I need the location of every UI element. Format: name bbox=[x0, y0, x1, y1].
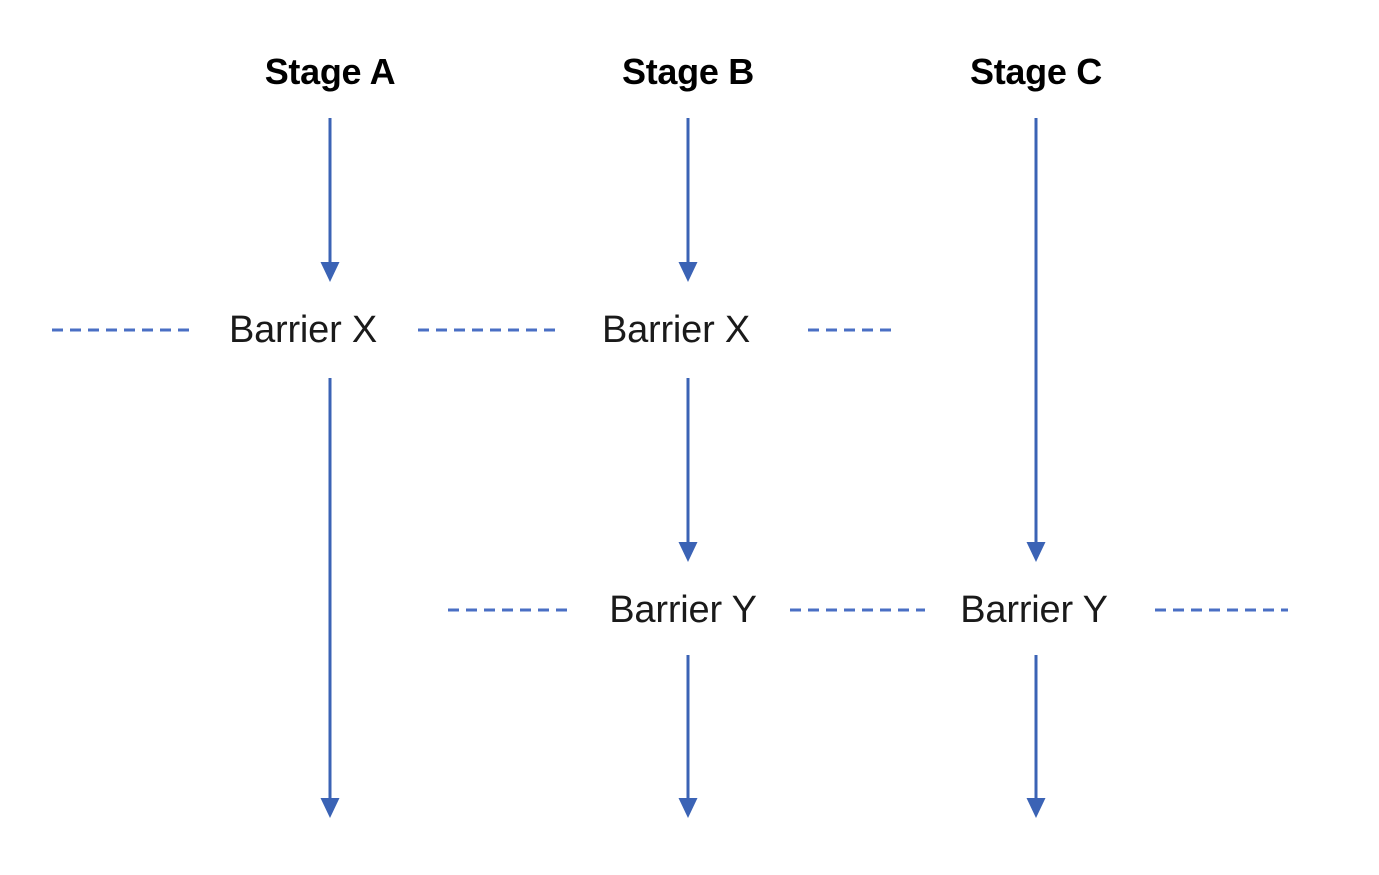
down-arrow bbox=[1026, 655, 1046, 818]
down-arrow bbox=[320, 378, 340, 818]
arrow-head-icon bbox=[320, 262, 340, 282]
down-arrow bbox=[1026, 118, 1046, 562]
arrow-head-icon bbox=[678, 542, 698, 562]
arrow-head-icon bbox=[678, 798, 698, 818]
stage-header-stage-b: Stage B bbox=[622, 51, 754, 92]
barrier-node-barrier-y-c: Barrier Y bbox=[950, 591, 1118, 629]
arrows-group bbox=[320, 118, 1046, 818]
barrier-node-barrier-y-b: Barrier Y bbox=[599, 591, 767, 629]
down-arrow bbox=[678, 655, 698, 818]
arrow-head-icon bbox=[1026, 542, 1046, 562]
dashed-connectors-group bbox=[52, 328, 1288, 612]
stage-header-stage-a: Stage A bbox=[264, 51, 396, 92]
arrow-head-icon bbox=[678, 262, 698, 282]
down-arrow bbox=[320, 118, 340, 282]
stage-header-stage-c: Stage C bbox=[970, 51, 1102, 92]
arrow-head-icon bbox=[1026, 798, 1046, 818]
barrier-node-barrier-x-b: Barrier X bbox=[591, 311, 761, 349]
down-arrow bbox=[678, 378, 698, 562]
arrow-head-icon bbox=[320, 798, 340, 818]
down-arrow bbox=[678, 118, 698, 282]
barrier-node-barrier-x-a: Barrier X bbox=[218, 311, 388, 349]
